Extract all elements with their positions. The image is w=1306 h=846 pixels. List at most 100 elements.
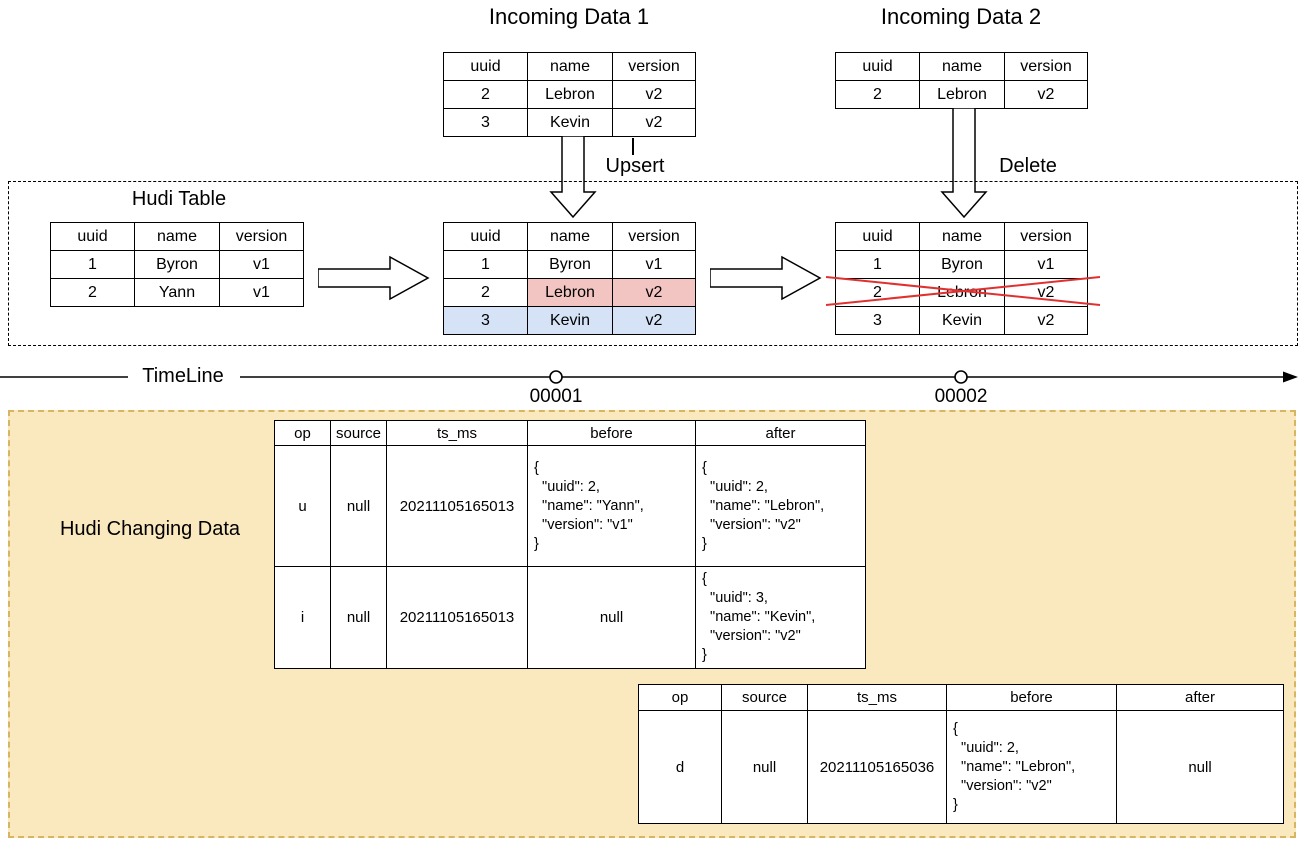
column-header-version: version: [1004, 52, 1088, 81]
delete-arrow-icon: [940, 108, 988, 219]
table-cell-updated: Lebron: [527, 278, 613, 307]
table-cell: Lebron: [527, 80, 613, 109]
column-header-version: version: [1004, 222, 1088, 251]
after-cell: { "uuid": 2, "name": "Lebron", "version"…: [695, 445, 866, 567]
before-cell: null: [527, 566, 696, 669]
before-cell: { "uuid": 2, "name": "Yann", "version": …: [527, 445, 696, 567]
flow-arrow-right-1-icon: [318, 255, 430, 301]
table-header-row: op source ts_ms before after: [638, 684, 1284, 711]
column-header-name: name: [134, 222, 220, 251]
table-cell: Lebron: [919, 80, 1005, 109]
cdc-row-delete: d null 20211105165036 { "uuid": 2, "name…: [638, 710, 1284, 824]
column-header-op: op: [638, 684, 722, 711]
table-row: 3 Kevin v2: [443, 108, 696, 137]
table-cell: 3: [443, 108, 528, 137]
column-header-ts-ms: ts_ms: [807, 684, 947, 711]
cdc-table-2: op source ts_ms before after d null 2021…: [638, 684, 1284, 824]
table-cell: v2: [1004, 306, 1088, 335]
table-header-row: uuid name version: [443, 52, 696, 81]
hudi-table-container: [8, 181, 1298, 346]
column-header-version: version: [612, 222, 696, 251]
incoming-data-2-title: Incoming Data 2: [880, 4, 1042, 29]
column-header-after: after: [695, 420, 866, 446]
table-cell-inserted: 3: [443, 306, 528, 335]
table-cell: Kevin: [919, 306, 1005, 335]
table-header-row: uuid name version: [835, 222, 1088, 251]
table-row: 1 Byron v1: [835, 250, 1088, 279]
commit-2-label: 00002: [934, 386, 988, 407]
hudi-table-title: Hudi Table: [131, 188, 227, 210]
table-cell: 2: [443, 278, 528, 307]
table-row: 1 Byron v1: [443, 250, 696, 279]
cdc-row-update: u null 20211105165013 { "uuid": 2, "name…: [274, 445, 866, 567]
table-cell: 1: [835, 250, 920, 279]
hudi-initial-table: uuid name version 1 Byron v1 2 Yann v1: [50, 222, 304, 307]
source-cell: null: [330, 445, 387, 567]
table-row-inserted: 3 Kevin v2: [443, 306, 696, 335]
cdc-table-1: op source ts_ms before after u null 2021…: [274, 420, 866, 669]
table-cell: 2: [835, 80, 920, 109]
column-header-name: name: [919, 52, 1005, 81]
ts-ms-cell: 20211105165013: [386, 445, 528, 567]
table-row: 1 Byron v1: [50, 250, 304, 279]
op-cell: d: [638, 710, 722, 824]
table-cell: Byron: [134, 250, 220, 279]
upsert-arrow-icon: [549, 136, 597, 219]
table-header-row: uuid name version: [443, 222, 696, 251]
column-header-name: name: [527, 52, 613, 81]
commit-1-label: 00001: [529, 386, 583, 407]
before-cell: { "uuid": 2, "name": "Lebron", "version"…: [946, 710, 1117, 824]
table-cell: 2: [50, 278, 135, 307]
column-header-name: name: [527, 222, 613, 251]
column-header-uuid: uuid: [835, 52, 920, 81]
upsert-label: Upsert: [605, 155, 665, 177]
table-row: 2 Lebron v2: [443, 80, 696, 109]
op-cell: u: [274, 445, 331, 567]
upsert-connector-line: [632, 138, 634, 155]
table-header-row: uuid name version: [50, 222, 304, 251]
after-cell: { "uuid": 3, "name": "Kevin", "version":…: [695, 566, 866, 669]
column-header-before: before: [527, 420, 696, 446]
column-header-source: source: [721, 684, 808, 711]
table-cell: v1: [612, 250, 696, 279]
table-row: 2 Yann v1: [50, 278, 304, 307]
op-cell: i: [274, 566, 331, 669]
column-header-op: op: [274, 420, 331, 446]
column-header-uuid: uuid: [443, 222, 528, 251]
column-header-version: version: [219, 222, 304, 251]
timeline-label: TimeLine: [142, 365, 224, 387]
column-header-after: after: [1116, 684, 1284, 711]
commit-1-marker-icon: [549, 370, 563, 384]
table-header-row: op source ts_ms before after: [274, 420, 866, 446]
cdc-row-insert: i null 20211105165013 null { "uuid": 3, …: [274, 566, 866, 669]
table-row: 3 Kevin v2: [835, 306, 1088, 335]
column-header-version: version: [612, 52, 696, 81]
column-header-uuid: uuid: [835, 222, 920, 251]
hudi-changing-data-title: Hudi Changing Data: [59, 518, 241, 540]
table-cell: 2: [443, 80, 528, 109]
column-header-before: before: [946, 684, 1117, 711]
table-cell-inserted: Kevin: [527, 306, 613, 335]
table-cell: v1: [219, 278, 304, 307]
timeline-axis: [0, 370, 1298, 384]
hudi-after-upsert-table: uuid name version 1 Byron v1 2 Lebron v2…: [443, 222, 696, 335]
table-header-row: uuid name version: [835, 52, 1088, 81]
table-cell: v2: [612, 108, 696, 137]
source-cell: null: [330, 566, 387, 669]
table-cell: Byron: [919, 250, 1005, 279]
after-cell: null: [1116, 710, 1284, 824]
table-cell: v1: [219, 250, 304, 279]
source-cell: null: [721, 710, 808, 824]
table-row: 2 Lebron v2: [835, 80, 1088, 109]
table-cell-inserted: v2: [612, 306, 696, 335]
table-cell: Kevin: [527, 108, 613, 137]
column-header-ts-ms: ts_ms: [386, 420, 528, 446]
column-header-source: source: [330, 420, 387, 446]
incoming-data-1-table: uuid name version 2 Lebron v2 3 Kevin v2: [443, 52, 696, 137]
commit-2-marker-icon: [954, 370, 968, 384]
delete-cross-icon: [825, 276, 1101, 306]
column-header-name: name: [919, 222, 1005, 251]
table-cell: 1: [443, 250, 528, 279]
table-cell: 1: [50, 250, 135, 279]
